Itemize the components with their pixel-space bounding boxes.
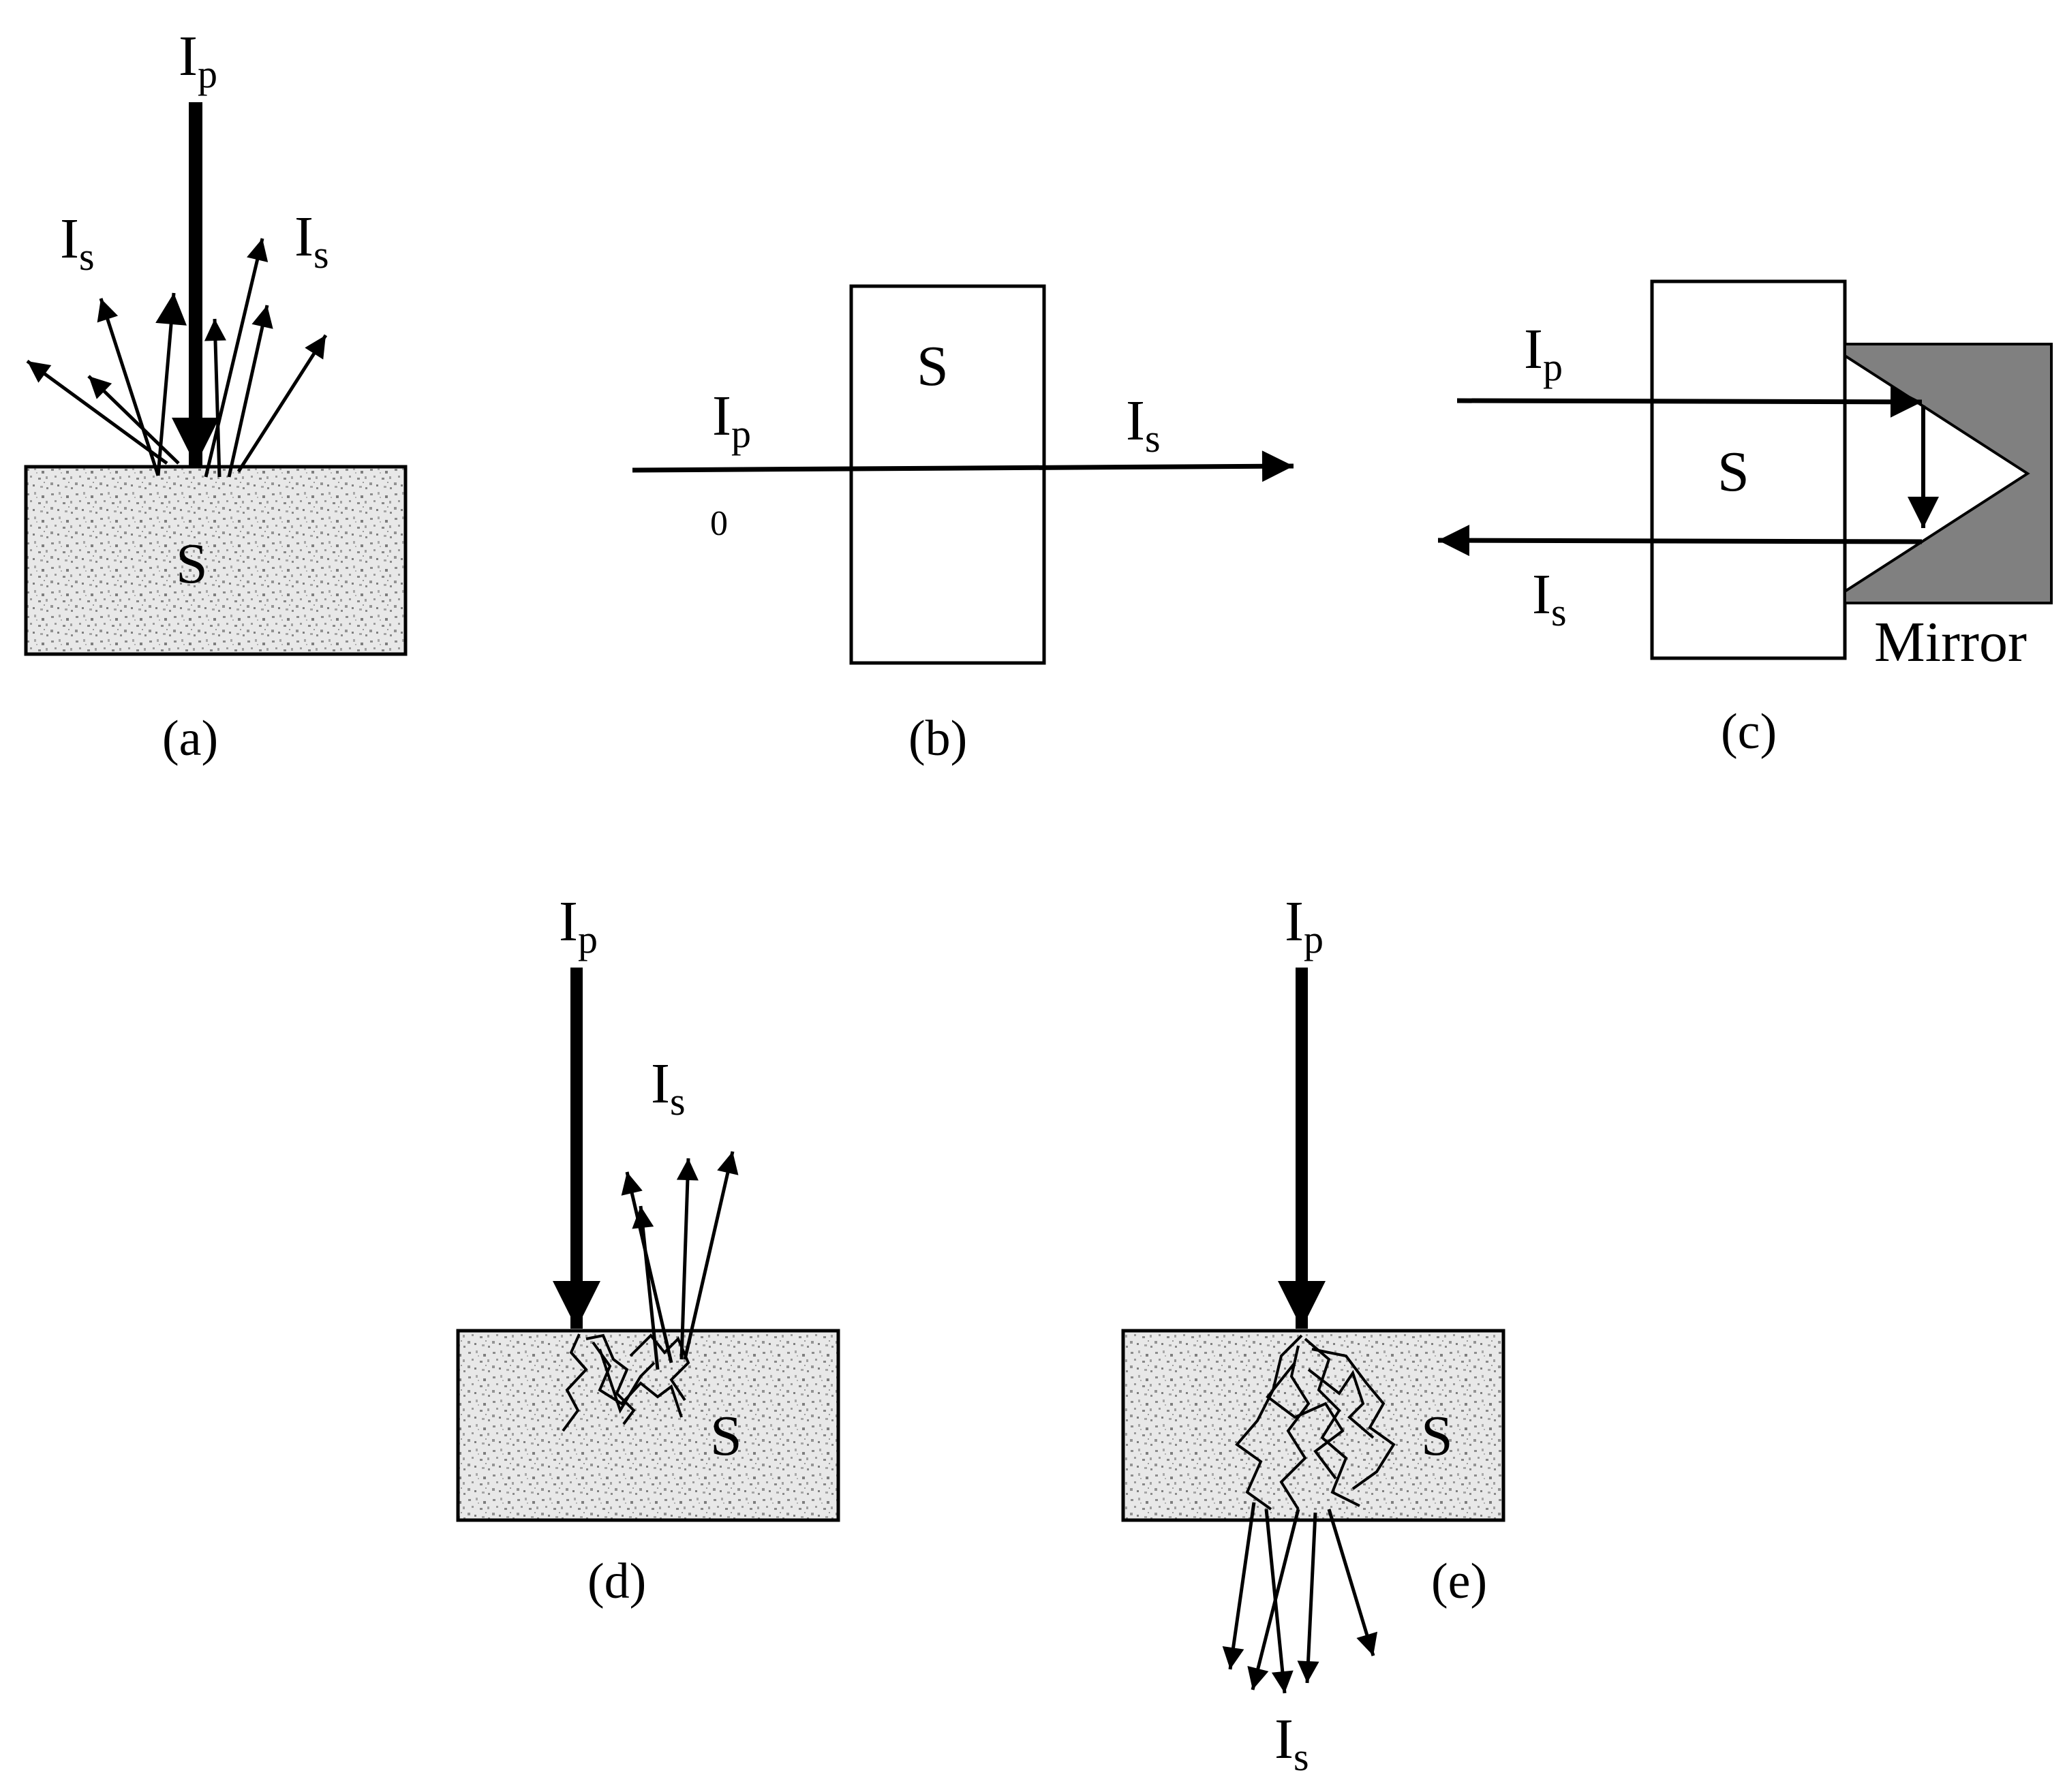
sample-block: [24, 465, 408, 656]
scattered-rays: [26, 238, 328, 478]
scattered-label-left: Is: [60, 207, 95, 279]
panel-caption: (c): [1721, 704, 1777, 760]
transmitted-scattered-rays: [1222, 1502, 1378, 1694]
scattered-ray: [26, 359, 168, 465]
scattered-ray: [1264, 1509, 1294, 1694]
scattered-label: Is: [1532, 563, 1567, 634]
incident-beam-arrow: [1456, 386, 1923, 418]
scattered-ray: [683, 1151, 739, 1360]
primary-beam-label: Ip: [1285, 890, 1324, 961]
panel-caption: (d): [587, 1554, 646, 1609]
scattered-ray: [236, 334, 328, 473]
primary-beam-label: Ip: [1524, 318, 1563, 389]
panel-b: S Ip 0 Is (b): [632, 284, 1294, 767]
primary-beam-label: Ip: [712, 384, 751, 456]
sample-label: S: [710, 1404, 742, 1468]
scattered-ray: [1327, 1509, 1378, 1656]
scattered-label: Is: [1126, 389, 1161, 461]
returning-beam-arrow: [1437, 525, 1923, 557]
panel-a: S Ip Is Is (a): [24, 25, 408, 767]
sample-block: [849, 284, 1046, 665]
sample-label: S: [1421, 1404, 1453, 1468]
transmitted-beam-arrow: [632, 450, 1294, 482]
sample-block: [1121, 1329, 1505, 1522]
origin-label: 0: [710, 504, 728, 543]
panel-e: S Ip Is (e): [1121, 890, 1505, 1779]
scattered-ray: [204, 318, 226, 478]
scattered-label-right: Is: [294, 205, 329, 277]
sample-label: S: [1717, 440, 1749, 504]
panel-d: S Ip Is (d): [456, 890, 840, 1609]
mirror-label: Mirror: [1874, 611, 2027, 674]
scattered-ray: [204, 238, 269, 478]
sample-block: [456, 1329, 840, 1522]
panel-c: S Mirror Ip Is (c): [1437, 279, 2053, 760]
mirror-reflector: [1844, 343, 2053, 604]
scattered-ray: [1222, 1502, 1256, 1670]
scattered-ray: [621, 1171, 673, 1363]
panel-caption: (b): [908, 711, 967, 767]
primary-beam-label: Ip: [559, 890, 598, 961]
scattered-ray: [227, 305, 273, 478]
sample-label: S: [176, 532, 208, 596]
scattered-ray: [155, 292, 187, 476]
scattered-label: Is: [651, 1052, 686, 1124]
scattered-ray: [632, 1205, 660, 1370]
primary-beam-label: Ip: [179, 25, 217, 96]
backscattered-rays: [621, 1151, 739, 1370]
scattered-ray: [1297, 1512, 1319, 1684]
panel-caption: (a): [162, 711, 218, 767]
random-walk-paths: [562, 1333, 690, 1432]
scattered-ray: [87, 375, 180, 465]
scattered-ray: [97, 298, 160, 476]
sample-block: [1650, 279, 1847, 660]
random-walk-paths: [1235, 1334, 1396, 1511]
sample-label: S: [917, 335, 949, 398]
panel-caption: (e): [1431, 1554, 1487, 1609]
scattered-ray: [676, 1158, 699, 1360]
scattered-label: Is: [1274, 1708, 1309, 1779]
